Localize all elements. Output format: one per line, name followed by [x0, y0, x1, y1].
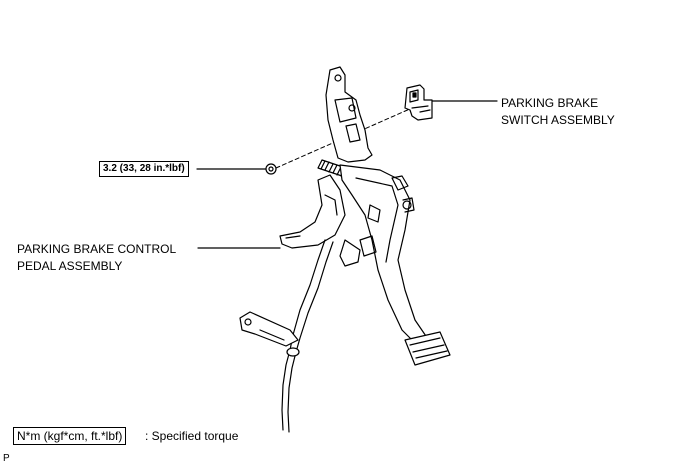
pedal-label-line2: PEDAL ASSEMBLY — [17, 259, 123, 273]
pedal-pad — [404, 331, 451, 366]
parking-brake-switch — [404, 84, 433, 121]
torque-spec-box: 3.2 (33, 28 in.*lbf) — [99, 161, 189, 177]
corner-mark: P — [3, 453, 10, 464]
torque-legend-text: : Specified torque — [145, 429, 239, 443]
mounting-bolt — [265, 163, 277, 175]
frame-bracket — [279, 174, 361, 267]
lower-mount-plate — [239, 311, 299, 347]
pedal-arm — [339, 164, 431, 349]
pedal-label-line1: PARKING BRAKE CONTROL — [17, 242, 177, 256]
switch-label-line2: SWITCH ASSEMBLY — [501, 113, 615, 127]
mounting-bracket — [325, 66, 373, 163]
torque-unit-box: N*m (kgf*cm, ft.*lbf) — [13, 427, 127, 445]
switch-label-line1: PARKING BRAKE — [501, 96, 599, 110]
